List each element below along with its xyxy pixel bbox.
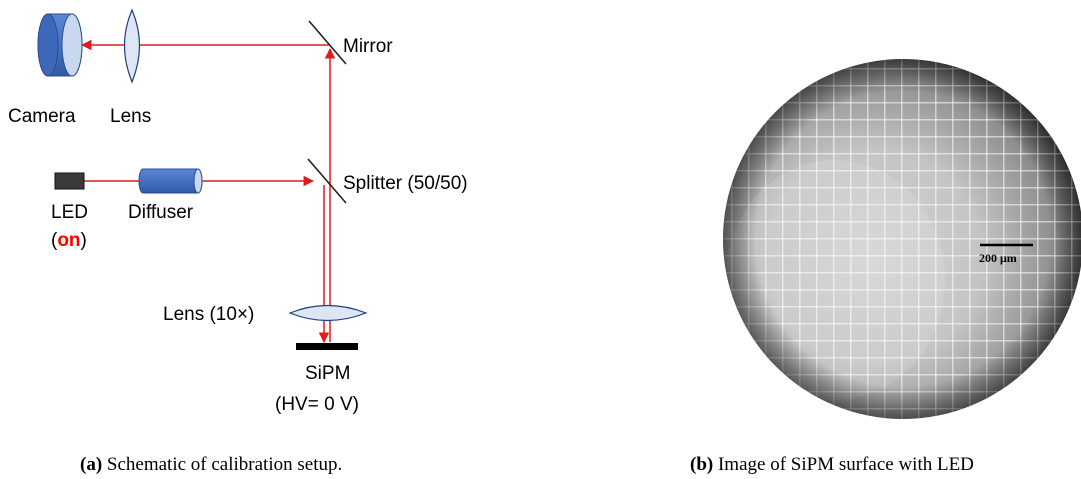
sipm-hv-label: (HV= 0 V) [275, 394, 359, 415]
sipm-label: SiPM [305, 363, 350, 384]
lens-label: Lens [110, 106, 151, 127]
lens-icon [123, 8, 141, 84]
camera-label: Camera [8, 106, 76, 127]
mirror-label: Mirror [343, 36, 393, 57]
led-label: LED [51, 202, 88, 223]
led-icon [54, 172, 85, 190]
sipm-surface-image: 200 μm [723, 59, 1081, 419]
caption-a: (a) Schematic of calibration setup. [80, 454, 342, 475]
scale-bar-label: 200 μm [979, 251, 1017, 265]
splitter-icon [307, 158, 347, 204]
splitter-label: Splitter (50/50) [343, 173, 468, 194]
led-state-on: on [57, 230, 80, 251]
light-beams [80, 39, 336, 344]
schematic-panel: Camera Lens Mirror LED (on) Diffuser Spl… [8, 8, 468, 415]
diffuser-icon [138, 168, 203, 194]
camera-icon [37, 13, 83, 77]
diffuser-label: Diffuser [128, 202, 194, 223]
lens-10x-icon [288, 304, 368, 322]
led-state: (on) [51, 230, 87, 251]
caption-b: (b) Image of SiPM surface with LED [690, 454, 974, 475]
mirror-icon [308, 20, 347, 65]
lens-10x-label: Lens (10×) [163, 304, 254, 325]
sipm-icon [296, 343, 358, 350]
